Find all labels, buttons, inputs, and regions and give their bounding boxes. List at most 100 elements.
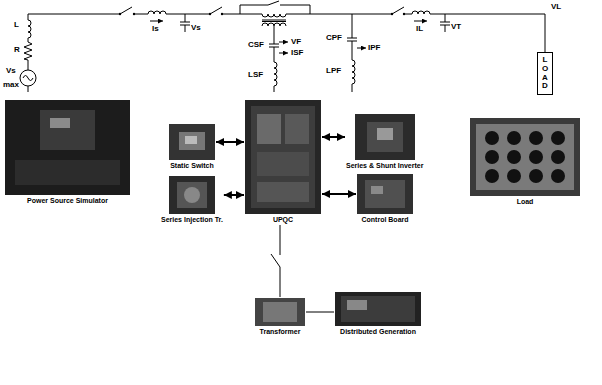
photo-detail bbox=[257, 182, 309, 202]
load-box: LOAD bbox=[537, 52, 553, 95]
connector-arrow bbox=[216, 141, 244, 143]
signal-label: Vs bbox=[6, 66, 16, 75]
photo bbox=[255, 298, 305, 326]
photo-detail bbox=[185, 136, 197, 144]
signal-label: IL bbox=[416, 24, 423, 33]
connector-wire bbox=[280, 225, 281, 297]
photo-detail bbox=[371, 186, 383, 194]
switch-symbol bbox=[120, 1, 404, 14]
photo bbox=[355, 114, 415, 160]
shunt-branch bbox=[347, 14, 357, 92]
photo-detail bbox=[251, 106, 315, 208]
ac-source bbox=[20, 70, 36, 86]
current-arrow bbox=[279, 42, 288, 43]
signal-label: ISF bbox=[291, 48, 303, 57]
photo-detail bbox=[15, 160, 120, 185]
signal-label: CSF bbox=[248, 40, 264, 49]
photo-caption: Control Board bbox=[361, 215, 408, 224]
switch-contact bbox=[119, 13, 121, 15]
signal-label: R bbox=[14, 45, 20, 54]
load-photo: Load bbox=[470, 118, 580, 206]
photo-detail bbox=[255, 298, 305, 326]
injection-transformer-photo: Series Injection Tr. bbox=[161, 176, 223, 224]
photo-detail bbox=[485, 169, 499, 183]
capacitor-symbol bbox=[180, 14, 450, 32]
photo bbox=[335, 292, 421, 326]
photo-detail bbox=[257, 114, 281, 144]
connector-arrow bbox=[224, 194, 244, 196]
photo-caption: Load bbox=[517, 197, 534, 206]
signal-label: CPF bbox=[326, 33, 342, 42]
photo-detail bbox=[245, 100, 321, 214]
photo-detail bbox=[50, 118, 70, 128]
photo bbox=[357, 174, 413, 214]
photo-caption: Series Injection Tr. bbox=[161, 215, 223, 224]
photo-detail bbox=[507, 169, 521, 183]
switch-contact bbox=[221, 13, 223, 15]
photo-detail bbox=[377, 128, 393, 140]
photo-detail bbox=[177, 182, 207, 208]
upqc-photo: UPQC bbox=[245, 100, 321, 224]
control-board-photo: Control Board bbox=[357, 174, 413, 224]
signal-label: Vs bbox=[191, 23, 201, 32]
signal-label: VT bbox=[451, 22, 461, 31]
static-switch-photo: Static Switch bbox=[169, 124, 215, 170]
photo bbox=[470, 118, 580, 196]
sine-symbol bbox=[23, 76, 33, 81]
photo bbox=[5, 100, 130, 195]
signal-label: L bbox=[14, 20, 19, 29]
current-arrow bbox=[279, 53, 288, 54]
photo-detail bbox=[285, 114, 309, 144]
photo-detail bbox=[551, 169, 565, 183]
photo-caption: Static Switch bbox=[170, 161, 214, 170]
connector-arrow bbox=[322, 136, 345, 138]
photo-detail bbox=[257, 152, 309, 176]
photo-detail bbox=[347, 300, 367, 310]
photo-caption: Series & Shunt Inverter bbox=[346, 161, 423, 170]
signal-label: LSF bbox=[248, 70, 263, 79]
photo-caption: Power Source Simulator bbox=[27, 196, 108, 205]
switch-contact bbox=[209, 13, 211, 15]
photo-detail bbox=[476, 124, 574, 190]
transformer-photo: Transformer bbox=[255, 298, 305, 336]
box-label: LOAD bbox=[541, 56, 549, 91]
photo-detail bbox=[263, 302, 297, 322]
signal-label: VF bbox=[291, 37, 301, 46]
current-arrow bbox=[357, 48, 366, 49]
photo-detail bbox=[335, 292, 421, 326]
signal-label: max bbox=[3, 80, 19, 89]
photo-detail bbox=[40, 110, 95, 150]
connector-arrow bbox=[322, 193, 356, 195]
photo-detail bbox=[169, 176, 215, 214]
source-branch bbox=[24, 14, 32, 92]
signal-label: Is bbox=[152, 24, 159, 33]
photo-detail bbox=[507, 150, 521, 164]
signal-label: IPF bbox=[368, 43, 380, 52]
photo bbox=[169, 124, 215, 160]
photo-detail bbox=[341, 296, 415, 322]
signal-label: VL bbox=[551, 2, 561, 11]
main-line bbox=[28, 11, 545, 52]
switch-symbol bbox=[271, 254, 280, 267]
photo-detail bbox=[551, 150, 565, 164]
photo bbox=[169, 176, 215, 214]
photo-detail bbox=[529, 150, 543, 164]
switch-contact bbox=[403, 13, 405, 15]
power-source-photo: Power Source Simulator bbox=[5, 100, 130, 205]
photo-detail bbox=[507, 131, 521, 145]
switch-contact bbox=[133, 13, 135, 15]
photo-detail bbox=[179, 132, 205, 150]
photo-detail bbox=[529, 169, 543, 183]
distributed-generation-photo: Distributed Generation bbox=[335, 292, 421, 336]
photo-detail bbox=[470, 118, 580, 196]
photo-detail bbox=[365, 180, 405, 208]
photo bbox=[245, 100, 321, 214]
inverter-photo: Series & Shunt Inverter bbox=[346, 114, 423, 170]
transformer-core bbox=[262, 20, 286, 22]
photo-detail bbox=[357, 174, 413, 214]
photo-detail bbox=[5, 100, 130, 195]
transformer-secondary bbox=[262, 23, 286, 92]
photo-detail bbox=[20, 1, 545, 92]
current-arrow bbox=[150, 21, 163, 22]
